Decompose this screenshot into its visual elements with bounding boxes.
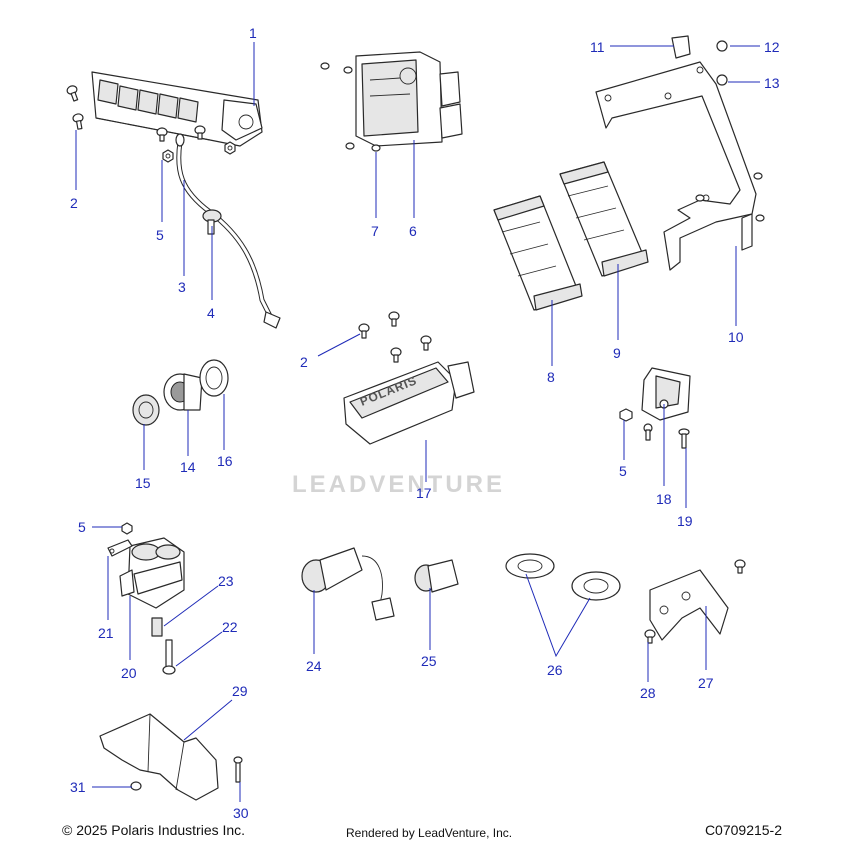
part-10-mounting-bracket[interactable]: [595, 61, 757, 271]
part-17-module-cover[interactable]: POLARIS: [343, 361, 475, 445]
callout-18: 18: [656, 491, 672, 507]
part-27-shield-bracket[interactable]: [649, 569, 729, 641]
callout-24: 24: [306, 658, 322, 674]
part-1-fuse-relay-module[interactable]: [91, 71, 263, 147]
part-19-bolt[interactable]: [678, 428, 690, 449]
callout-23: 23: [218, 573, 234, 589]
part-23-spacer[interactable]: [151, 617, 163, 637]
part-16-outlet-nut[interactable]: [199, 359, 229, 397]
callout-11: 11: [590, 39, 605, 55]
drawing-id: C0709215-2: [704, 822, 782, 838]
part-30-clip[interactable]: [233, 756, 243, 783]
part-6-ecu[interactable]: [355, 51, 463, 147]
part-14-power-outlet[interactable]: [163, 373, 203, 411]
watermark: LEADVENTURE: [292, 471, 505, 498]
callout-15: 15: [135, 475, 151, 491]
callout-21: 21: [98, 625, 114, 641]
part-31-screw[interactable]: [130, 781, 142, 791]
copyright-notice: © 2025 Polaris Industries Inc.: [62, 822, 246, 838]
part-18-sensor-bracket[interactable]: [641, 367, 691, 441]
callout-17: 17: [416, 485, 432, 501]
part-2-screws[interactable]: [66, 85, 236, 163]
callout-22: 22: [222, 619, 238, 635]
callout-5-bracket: 5: [619, 463, 627, 479]
callout-7: 7: [371, 223, 379, 239]
callout-6: 6: [409, 223, 417, 239]
callout-13: 13: [764, 75, 780, 91]
part-5-coil-nut[interactable]: [121, 522, 133, 535]
part-25-switch[interactable]: [414, 559, 459, 593]
callout-3: 3: [178, 279, 186, 295]
part-20-ignition-coil[interactable]: [119, 537, 185, 609]
callout-30: 30: [233, 805, 249, 821]
callout-19: 19: [677, 513, 693, 529]
part-3-battery-cable[interactable]: [175, 133, 281, 329]
part-26-grommets[interactable]: [505, 553, 621, 601]
part-15-outlet-cap[interactable]: [132, 394, 160, 426]
bracket-27-screw[interactable]: [734, 559, 746, 574]
part-4-cable-clip[interactable]: [202, 209, 222, 235]
part-24-outlet-harness[interactable]: [301, 547, 395, 621]
part-2-cover-screws[interactable]: [358, 311, 432, 363]
callout-26: 26: [547, 662, 563, 678]
callout-2: 2: [70, 195, 78, 211]
part-5-nut[interactable]: [619, 408, 633, 422]
callout-5: 5: [156, 227, 164, 243]
part-7-screws[interactable]: [320, 62, 381, 152]
part-12-screw[interactable]: [716, 40, 728, 52]
callout-5-coil: 5: [78, 519, 86, 535]
callout-10: 10: [728, 329, 744, 345]
callout-29: 29: [232, 683, 248, 699]
callout-2-cover: 2: [300, 354, 308, 370]
callout-16: 16: [217, 453, 233, 469]
part-9-relay-module[interactable]: [559, 161, 649, 277]
callout-12: 12: [764, 39, 780, 55]
part-11-clip[interactable]: [671, 35, 691, 59]
part-29-heat-shield[interactable]: [99, 713, 219, 801]
part-21-ground-strap[interactable]: [107, 539, 133, 557]
callout-14: 14: [180, 459, 196, 475]
callout-25: 25: [421, 653, 437, 669]
part-8-relay-module[interactable]: [493, 195, 583, 311]
callout-28: 28: [640, 685, 656, 701]
callout-31: 31: [70, 779, 86, 795]
part-28-screw[interactable]: [644, 629, 656, 644]
leader-lines: [75, 42, 760, 802]
callout-9: 9: [613, 345, 621, 361]
callout-20: 20: [121, 665, 137, 681]
rendered-by-credit: Rendered by LeadVenture, Inc.: [346, 826, 513, 840]
part-22-bolt[interactable]: [162, 639, 176, 675]
bracket-screws[interactable]: [695, 172, 765, 222]
callout-4: 4: [207, 305, 215, 321]
callout-27: 27: [698, 675, 714, 691]
callout-8: 8: [547, 369, 555, 385]
callout-1: 1: [249, 25, 257, 41]
part-13-screw[interactable]: [716, 74, 728, 86]
callout-numbers: 1 2 5 3 4 7 6 11 12 13 8 9 10 2 17 15 14…: [70, 25, 780, 821]
